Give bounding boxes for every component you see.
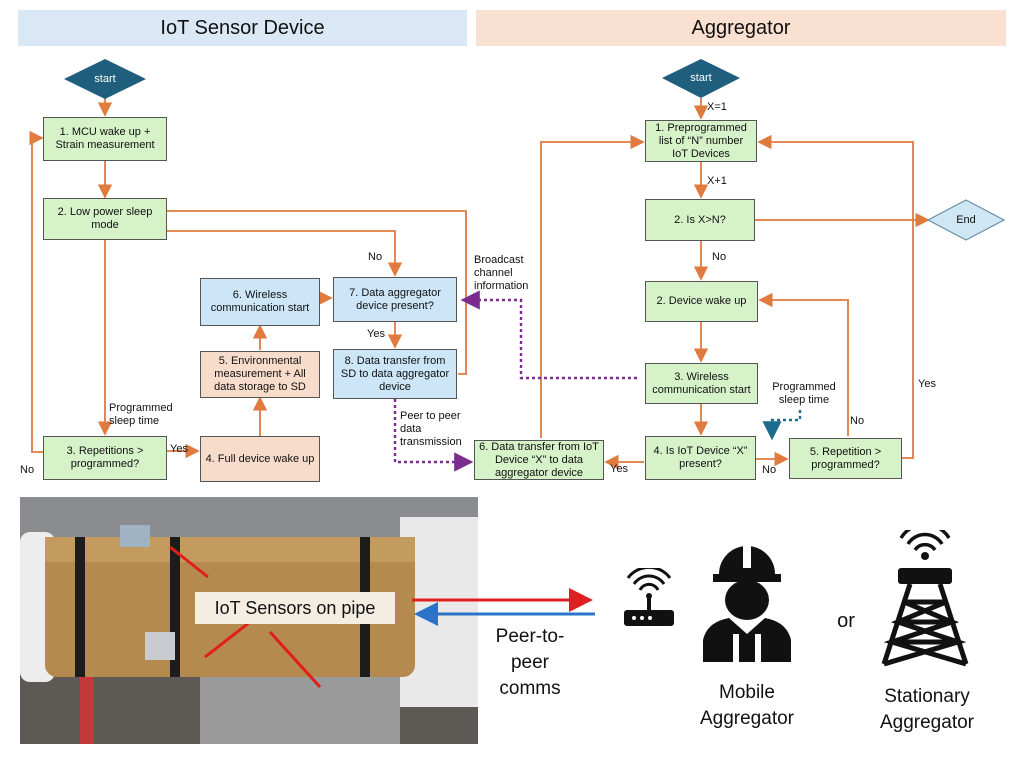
step-aggregator-present: 7. Data aggregator device present?: [333, 277, 457, 322]
label-yes-repetitions: Yes: [170, 443, 188, 455]
start-diamond-right: [662, 59, 740, 98]
label-yes-repetition: Yes: [918, 378, 936, 390]
iot-sensor-header: IoT Sensor Device: [18, 10, 467, 46]
label-no-aggregator: No: [368, 251, 383, 263]
mobile-aggregator-label: Mobile Aggregator: [699, 682, 794, 729]
step-device-data-transfer: 6. Data transfer from IoT Device “X” to …: [474, 440, 604, 480]
label-no-repetition: No: [850, 415, 865, 427]
flow-connectors: [29, 59, 1006, 472]
router-icon: [624, 568, 674, 626]
label-programmed-sleep-right: Programmed sleep time: [772, 381, 836, 406]
stationary-aggregator-label: Stationary Aggregator: [879, 686, 974, 733]
start-diamond-left: [64, 59, 146, 99]
label-no-left: No: [20, 464, 35, 476]
peer-comms-label: Peer-to- peer comms: [495, 626, 565, 699]
step-is-x-greater-n: 2. Is X>N?: [645, 199, 755, 241]
label-programmed-sleep-left: Programmed sleep time: [109, 402, 173, 427]
worker-icon: [703, 546, 791, 662]
label-no-x-check: No: [712, 251, 727, 263]
cell-tower-icon: [881, 530, 969, 667]
step-repetitions-check: 3. Repetitions > programmed?: [43, 436, 167, 480]
end-diamond: [926, 199, 1006, 241]
step-environmental-measurement: 5. Environmental measurement + All data …: [200, 351, 320, 398]
step-wireless-start-right: 3. Wireless communication start: [645, 363, 758, 404]
label-no-device-present: No: [762, 464, 777, 476]
photo-label-iot-sensors: IoT Sensors on pipe: [195, 592, 395, 624]
step-preprogrammed-list: 1. Preprogrammed list of “N” number IoT …: [645, 120, 757, 162]
label-yes-device-present: Yes: [610, 463, 628, 475]
aggregator-header: Aggregator: [476, 10, 1006, 46]
start-label-left: start: [94, 73, 116, 85]
step-mcu-wake: 1. MCU wake up + Strain measurement: [43, 117, 167, 161]
label-yes-aggregator: Yes: [367, 328, 385, 340]
step-low-power-sleep: 2. Low power sleep mode: [43, 198, 167, 240]
label-broadcast-channel: Broadcast channel information: [474, 254, 529, 292]
step-full-wake: 4. Full device wake up: [200, 436, 320, 482]
pipe-illustration: [20, 497, 478, 744]
label-peer-to-peer-transmission: Peer to peer data transmission: [400, 410, 462, 448]
step-wireless-start-left: 6. Wireless communication start: [200, 278, 320, 326]
step-repetition-check-right: 5. Repetition > programmed?: [789, 438, 902, 479]
end-label: End: [956, 214, 976, 226]
step-device-wake: 2. Device wake up: [645, 281, 758, 322]
step-device-present: 4. Is IoT Device “X” present?: [645, 436, 756, 480]
step-sd-transfer: 8. Data transfer from SD to data aggrega…: [333, 349, 457, 399]
label-x-equals-1: X=1: [707, 101, 727, 113]
or-label: or: [837, 610, 855, 632]
start-label-right: start: [690, 72, 712, 84]
label-x-plus-1: X+1: [707, 175, 727, 187]
